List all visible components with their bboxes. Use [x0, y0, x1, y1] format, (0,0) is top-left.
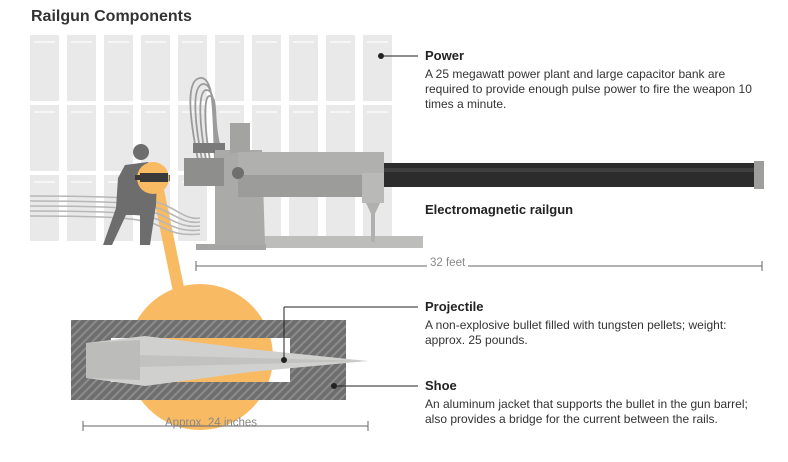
capacitor-cell-detail — [145, 111, 166, 113]
coil-cables — [189, 77, 225, 161]
capacitor-cell-detail — [71, 111, 92, 113]
capacitor-bank — [30, 35, 392, 241]
capacitor-cell-detail — [108, 111, 129, 113]
capacitor-cell-detail — [293, 111, 314, 113]
capacitor-cell — [67, 175, 96, 241]
capacitor-cell-detail — [256, 111, 277, 113]
dimension-lines — [82, 261, 763, 431]
capacitor-cell-detail — [219, 41, 240, 43]
capacitor-cell-detail — [182, 111, 203, 113]
projectile-length-label: Approx. 24 inches — [165, 417, 258, 429]
railgun-label: Electromagnetic railgun — [425, 202, 574, 217]
callout-power: Power A 25 megawatt power plant and larg… — [425, 48, 765, 112]
capacitor-cell — [141, 105, 170, 171]
page-title: Railgun Components — [31, 8, 192, 25]
coil-connector — [193, 143, 225, 153]
capacitor-cell-detail — [71, 181, 92, 183]
capacitor-cell — [30, 35, 59, 101]
capacitor-cell — [67, 35, 96, 101]
capacitor-cell-detail — [34, 181, 55, 183]
capacitor-cell-detail — [330, 41, 351, 43]
capacitor-cell-detail — [256, 41, 277, 43]
capacitor-cell — [30, 175, 59, 241]
capacitor-cell — [326, 35, 355, 101]
gun-length-label: 32 feet — [427, 257, 469, 269]
projectile-label: Projectile — [425, 299, 484, 314]
capacitor-cell-detail — [182, 41, 203, 43]
power-description: A 25 megawatt power plant and large capa… — [425, 67, 752, 111]
capacitor-cell-detail — [145, 41, 166, 43]
capacitor-cell-detail — [219, 111, 240, 113]
callout-railgun: Electromagnetic railgun — [425, 202, 765, 221]
capacitor-cell-detail — [34, 111, 55, 113]
callout-shoe: Shoe An aluminum jacket that supports th… — [425, 378, 765, 427]
capacitor-cell — [67, 105, 96, 171]
shoe-label: Shoe — [425, 378, 457, 393]
projectile-description: A non-explosive bullet filled with tungs… — [425, 318, 727, 347]
capacitor-cell — [252, 35, 281, 101]
capacitor-cell-detail — [293, 41, 314, 43]
capacitor-cell — [289, 35, 318, 101]
power-cables — [29, 195, 201, 236]
capacitor-cell — [215, 35, 244, 101]
gun-barrel — [384, 161, 764, 189]
capacitor-cell-detail — [330, 111, 351, 113]
shoe-description: An aluminum jacket that supports the bul… — [425, 397, 748, 426]
capacitor-cell-detail — [108, 41, 129, 43]
capacitor-cell — [178, 35, 207, 101]
capacitor-cell-detail — [34, 41, 55, 43]
capacitor-cell — [104, 35, 133, 101]
capacitor-cell-detail — [367, 111, 388, 113]
leader-lines — [281, 53, 418, 389]
shoe-cross-section — [71, 320, 346, 400]
capacitor-cell-detail — [71, 41, 92, 43]
capacitor-cell — [30, 105, 59, 171]
capacitor-cell-detail — [367, 41, 388, 43]
capacitor-cell — [104, 105, 133, 171]
power-label: Power — [425, 48, 465, 63]
railgun-body — [184, 123, 423, 250]
projectile-bullet — [86, 336, 368, 386]
magnifier-small — [135, 162, 169, 194]
capacitor-cell — [141, 35, 170, 101]
capacitor-cell — [363, 35, 392, 101]
callout-projectile: Projectile A non-explosive bullet filled… — [425, 299, 765, 348]
